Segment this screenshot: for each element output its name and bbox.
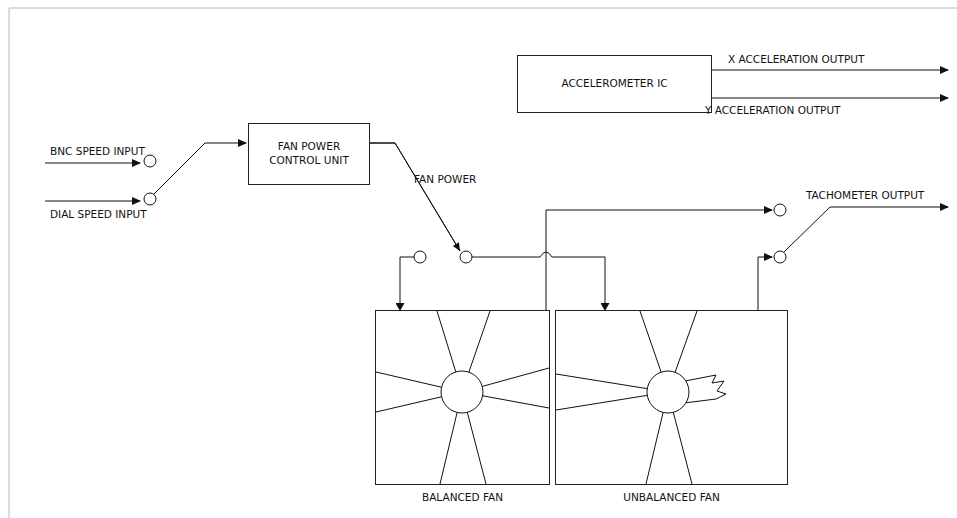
- signal-name: FAN POWER: [414, 173, 476, 186]
- output-arrows: [712, 70, 948, 98]
- fan-housing: BALANCED FAN: [375, 310, 550, 485]
- speed-selector-switch: [45, 143, 246, 205]
- power-wire: [370, 143, 605, 310]
- page-frame: [9, 8, 957, 518]
- fan-housing: UNBALANCED FAN: [555, 310, 788, 485]
- fan-caption: BALANCED FAN: [422, 491, 503, 505]
- control-unit-box: FAN POWER CONTROL UNIT: [248, 123, 370, 185]
- box-label: FAN POWER CONTROL UNIT: [269, 140, 349, 167]
- power-wire: [370, 143, 460, 310]
- fan-power-switch: [414, 242, 472, 263]
- signal-name: TACHOMETER OUTPUT: [806, 189, 924, 202]
- box-label: ACCELEROMETER IC: [561, 77, 667, 91]
- fan-caption: UNBALANCED FAN: [623, 491, 720, 505]
- tachometer-switch: [546, 204, 948, 310]
- signal-name: X ACCELERATION OUTPUT: [728, 53, 864, 66]
- signal-name: Y ACCELERATION OUTPUT: [705, 104, 841, 117]
- balanced-fan-rotor: [376, 311, 549, 484]
- unbalanced-fan-rotor: [556, 311, 726, 484]
- input-name: DIAL SPEED INPUT: [50, 208, 147, 221]
- ic-box: ACCELEROMETER IC: [517, 55, 712, 113]
- input-name: BNC SPEED INPUT: [50, 145, 145, 158]
